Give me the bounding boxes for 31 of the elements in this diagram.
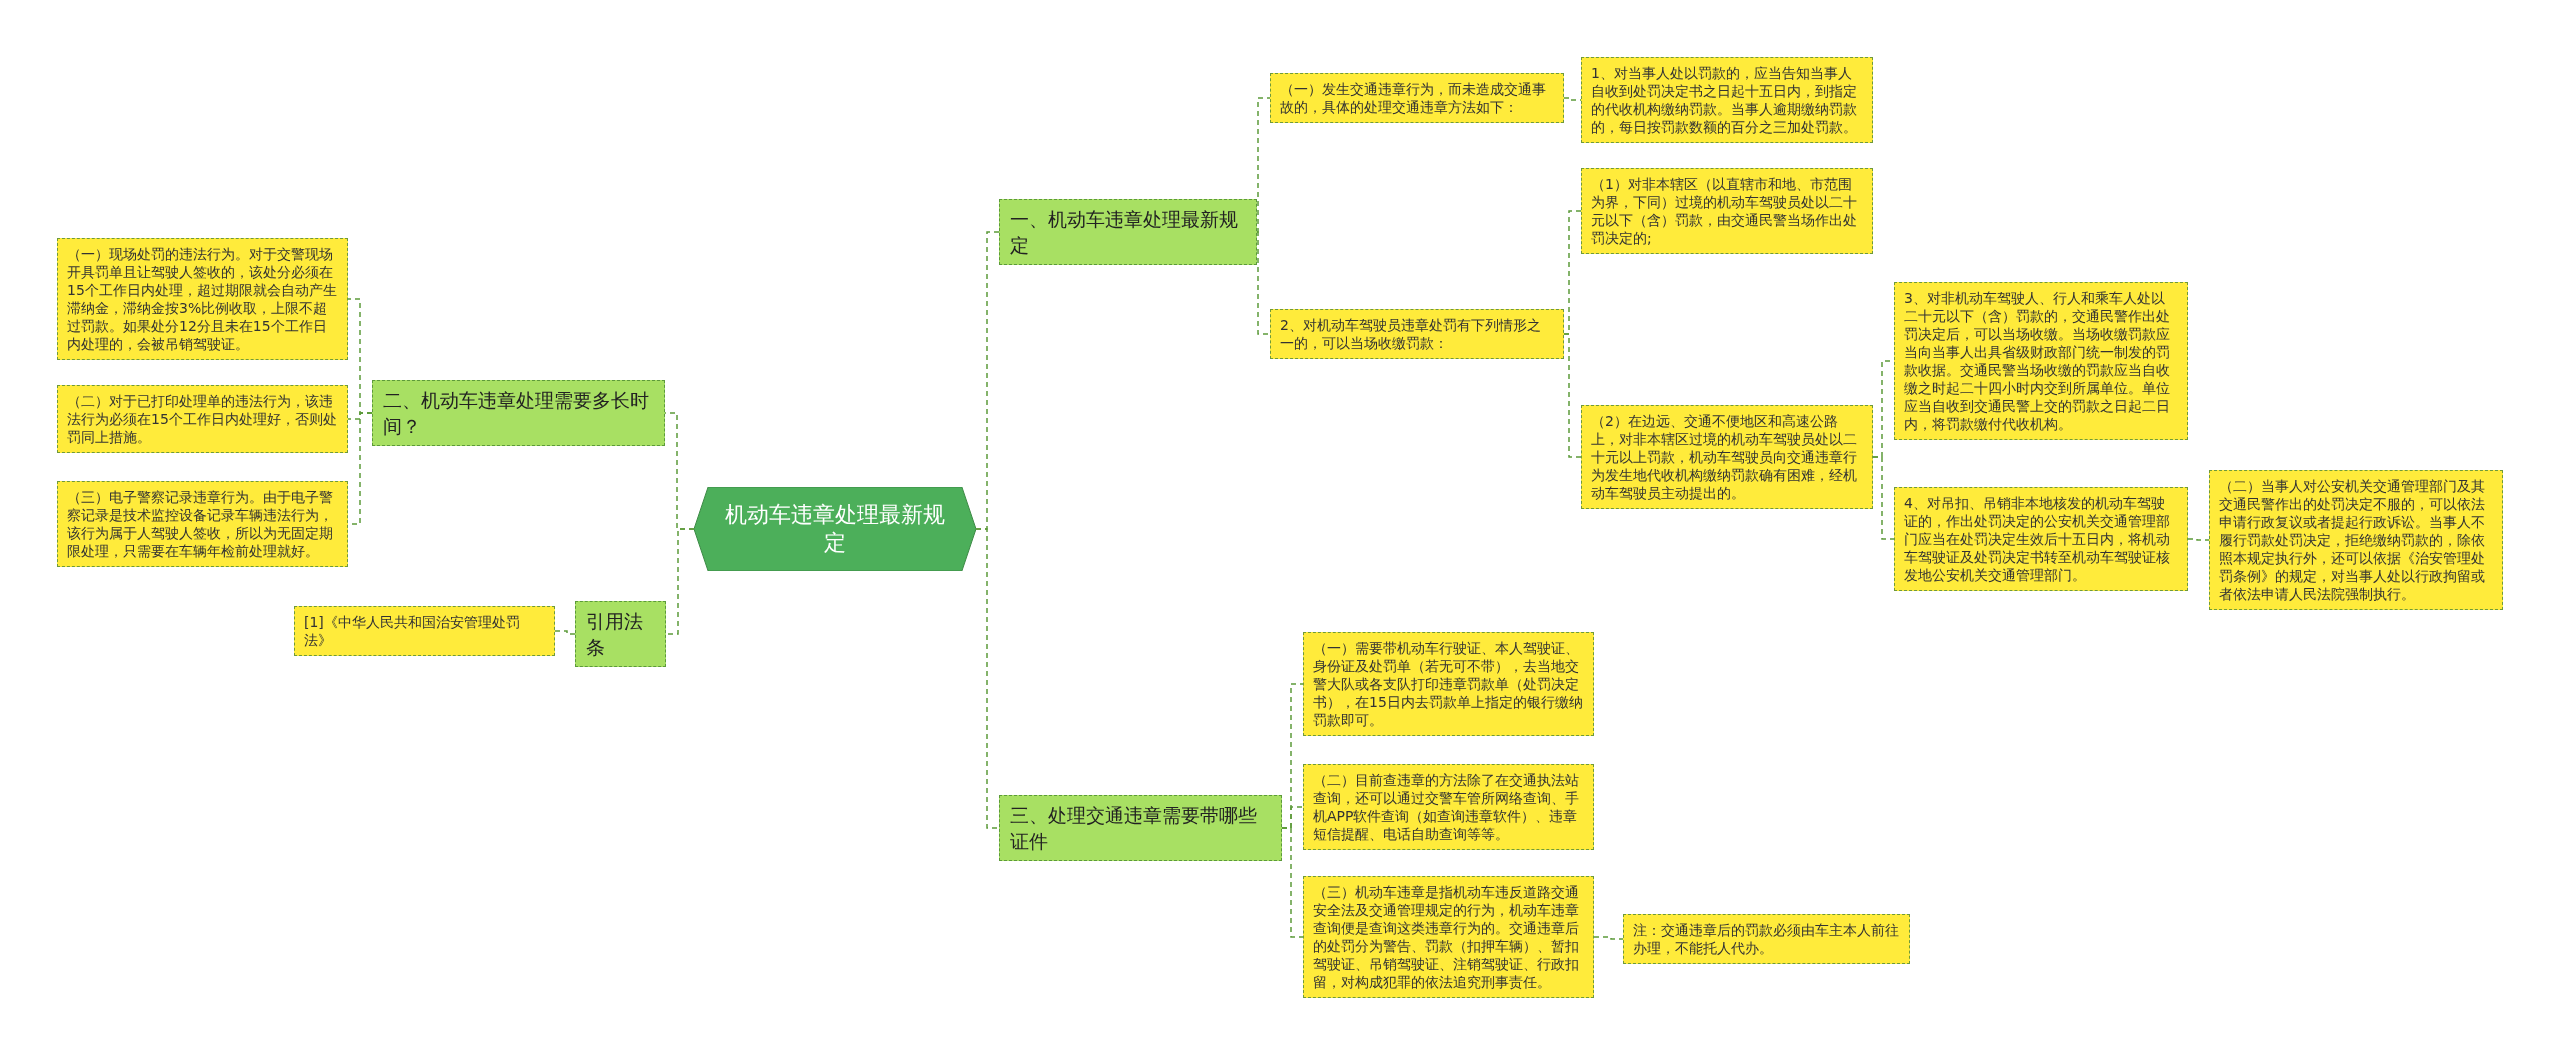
connector-line xyxy=(1593,936,1624,940)
note-box: （一）现场处罚的违法行为。对于交警现场开具罚单且让驾驶人签收的，该处分必须在15个工作日内处理，超过期限就会自动产生滞纳金，滞纳金按3%比例收取，上限不超过罚款。如果处分12分且未在15个工作日内处理的，会被吊销驾驶证。 xyxy=(57,238,348,360)
topic-box: 二、机动车违章处理需要多长时间？ xyxy=(372,380,665,446)
note-box: 注：交通违章后的罚款必须由车主本人前往办理，不能托人代办。 xyxy=(1623,914,1910,964)
note-box: 3、对非机动车驾驶人、行人和乘车人处以二十元以下（含）罚款的，交通民警作出处罚决定后，可以当场收缴。当场收缴罚款应当向当事人出具省级财政部门统一制发的罚款收据。交通民警当场收缴的罚款应当自收缴之时起二十四小时内交到所属单位。单位应当自收到交通民警上交的罚款之日起二日内，将罚款缴付代收机构。 xyxy=(1894,282,2188,440)
note-box: [1]《中华人民共和国治安管理处罚法》 xyxy=(294,606,555,656)
note-box: （二）目前查违章的方法除了在交通执法站查询，还可以通过交警车管所网络查询、手机APP软件查询（如查询违章软件）、违章短信提醒、电话自助查询等等。 xyxy=(1303,764,1594,850)
note-box: （三）机动车违章是指机动车违反道路交通安全法及交通管理规定的行为，机动车违章查询便是查询这类违章行为的。交通违章后的处罚分为警告、罚款（扣押车辆）、暂扣驾驶证、吊销驾驶证、注销驾驶证、行政扣留，对构成犯罪的依法追究刑事责任。 xyxy=(1303,876,1594,998)
note-box: （一）需要带机动车行驶证、本人驾驶证、身份证及处罚单（若无可不带），去当地交警大队或各支队打印违章罚款单（处罚决定书），在15日内去罚款单上指定的银行缴纳罚款即可。 xyxy=(1303,632,1594,736)
note-box: （二）对于已打印处理单的违法行为，该违法行为必须在15个工作日内处理好，否则处罚同上措施。 xyxy=(57,385,348,453)
note-box: （二）当事人对公安机关交通管理部门及其交通民警作出的处罚决定不服的，可以依法申请行政复议或者提起行政诉讼。当事人不履行罚款处罚决定，拒绝缴纳罚款的，除依照本规定执行外，还可以依据《治安管理处罚条例》的规定，对当事人处以行政拘留或者依法申请人民法院强制执行。 xyxy=(2209,470,2503,610)
note-box: （1）对非本辖区（以直辖市和地、市范围为界，下同）过境的机动车驾驶员处以二十元以下（含）罚款，由交通民警当场作出处罚决定的; xyxy=(1581,168,1873,254)
connector-line xyxy=(1281,827,1304,938)
connector-line xyxy=(554,630,576,635)
note-box: （一）发生交通违章行为，而未造成交通事故的，具体的处理交通违章方法如下： xyxy=(1270,73,1564,123)
note-box: 2、对机动车驾驶员违章处罚有下列情形之一的，可以当场收缴罚款： xyxy=(1270,309,1564,359)
note-box: 4、对吊扣、吊销非本地核发的机动车驾驶证的，作出处罚决定的公安机关交通管理部门应当在处罚决定生效后十五日内，将机动车驾驶证及处罚决定书转至机动车驾驶证核发地公安机关交通管理部门。 xyxy=(1894,487,2188,591)
connector-line xyxy=(2187,538,2210,541)
note-box: 1、对当事人处以罚款的，应当告知当事人自收到处罚决定书之日起十五日内，到指定的代收机构缴纳罚款。当事人逾期缴纳罚款的，每日按罚款数额的百分之三加处罚款。 xyxy=(1581,57,1873,143)
connector-line xyxy=(665,528,695,635)
connector-line xyxy=(1563,333,1582,458)
connector-line xyxy=(1256,97,1271,233)
connector-line xyxy=(975,528,1000,829)
note-box: （2）在边远、交通不便地区和高速公路上，对非本辖区过境的机动车驾驶员处以二十元以上罚款，机动车驾驶员向交通违章行为发生地代收机构缴纳罚款确有困难，经机动车驾驶员主动提出的。 xyxy=(1581,405,1873,509)
root-topic-hexagon: 机动车违章处理最新规定 xyxy=(694,487,976,571)
connector-line xyxy=(1256,231,1271,335)
note-box: （三）电子警察记录违章行为。由于电子警察记录是技术监控设备记录车辆违法行为，该行为属于人驾驶人签收，所以为无固定期限处理，只需要在车辆年检前处理就好。 xyxy=(57,481,348,567)
topic-box: 引用法条 xyxy=(575,601,666,667)
topic-box: 一、机动车违章处理最新规定 xyxy=(999,199,1257,265)
topic-box: 三、处理交通违章需要带哪些证件 xyxy=(999,795,1282,861)
connector-line xyxy=(1872,456,1895,540)
